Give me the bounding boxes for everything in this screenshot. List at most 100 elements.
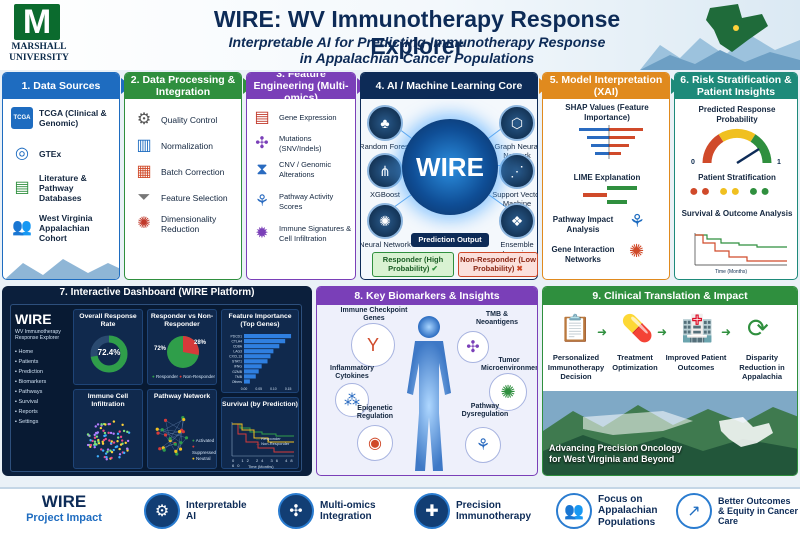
responder-pie: [167, 336, 199, 368]
overall-value: 72.4%: [97, 348, 121, 357]
section-title: 9. Clinical Translation & Impact: [543, 287, 797, 305]
cell-dot: [100, 448, 103, 451]
card-survival[interactable]: Survival (by Prediction) — Responder — N…: [221, 397, 299, 469]
network-node: [182, 417, 186, 422]
nav-survival[interactable]: ▪ Survival: [15, 399, 39, 405]
rvn-legend: ● Responder ● Non-Responder: [152, 374, 216, 379]
cell-dot: [109, 431, 113, 435]
panel-interpretation: 5. Model Interpretation (XAI) SHAP Value…: [542, 72, 670, 280]
card-title: Immune Cell Infiltration: [87, 393, 129, 408]
wire-core-hub: WIRE: [402, 119, 498, 215]
panel-risk: 6. Risk Stratification & Patient Insight…: [674, 72, 798, 280]
cell-dot: [101, 440, 104, 444]
logo-mark: M: [14, 4, 60, 40]
fi-bar: [244, 334, 292, 339]
shap-label: SHAP Values (Feature Importance): [565, 103, 649, 122]
step-disparity: Disparity Reduction in Appalachia: [739, 353, 785, 381]
gauge-max: 1: [777, 159, 781, 166]
nav-settings[interactable]: ▪ Settings: [15, 419, 39, 425]
xgboost-icon: ⋔: [367, 153, 403, 189]
impact-precision: ✚Precision Immunotherapy: [414, 493, 540, 529]
card-immune-infiltration[interactable]: Immune Cell Infiltration: [73, 389, 143, 469]
tagline-line-2: for West Virginia and Beyond: [549, 454, 675, 464]
cell-cluster-icon: [86, 420, 131, 461]
fi-bar: [244, 344, 280, 349]
panel-features: 3. Feature Engineering (Multi-omics) ▤Ge…: [246, 72, 356, 280]
cell-dot: [126, 449, 129, 452]
source-label: Literature & Pathway Databases: [39, 173, 87, 203]
dashboard-section: 7. Interactive Dashboard (WIRE Platform)…: [2, 286, 312, 476]
cell-dot: [106, 448, 110, 451]
responder-output: Responder (High Probability) ✔: [372, 252, 454, 277]
cell-dot: [86, 433, 90, 436]
lime-bars-icon: [583, 186, 637, 204]
cell-dot: [118, 453, 122, 456]
source-gtex: ◎ GTEx: [11, 143, 61, 165]
pathway-icon: ⚘: [254, 193, 270, 210]
step-outcomes: Improved Patient Outcomes: [665, 353, 727, 372]
lime-label: LIME Explanation: [573, 173, 641, 182]
pill-icon: 💊: [621, 313, 654, 343]
panel-processing: 2. Data Processing & Integration ⚙Qualit…: [124, 72, 242, 280]
cell-dot: [105, 455, 108, 459]
feature-cnv: ⧗CNV / Genomic Alterations: [251, 159, 353, 181]
cell-dot: [104, 452, 108, 455]
mountain-illustration: [5, 259, 119, 279]
impact-interpretable-ai: ⚙Interpretable AI: [144, 493, 247, 529]
graph-neural-network-icon: ⬡: [499, 105, 535, 141]
response-probability-label: Predicted Response Probability: [698, 105, 776, 124]
card-pathway-network[interactable]: Pathway Network ● Activated ● Suppressed…: [147, 389, 217, 469]
cell-dot: [86, 443, 90, 447]
card-responder-split[interactable]: Responder vs Non-Responder 72% 28% ● Res…: [147, 309, 217, 385]
nav-biomarkers[interactable]: ▪ Biomarkers: [15, 379, 47, 385]
feature-label: Pathway Activity Scores: [279, 192, 334, 211]
nonresponder-pct: 28%: [194, 340, 207, 346]
cell-dot: [124, 441, 127, 445]
clinical-steps: 📋 💊 🏥 ⟳ ➜ ➜ ➜: [551, 311, 791, 351]
fi-bar: [244, 379, 250, 384]
cell-dot: [112, 441, 116, 444]
card-overall-response[interactable]: Overall Response Rate 72.4%: [73, 309, 143, 385]
feature-mutations: ✣Mutations (SNV/Indels): [251, 133, 355, 155]
model-label-random-forest: Random Forest: [360, 142, 411, 151]
impact-label: Focus on Appalachian Populations: [598, 493, 658, 528]
nav-pathways[interactable]: ▪ Pathways: [15, 389, 43, 395]
responder-pct: 72%: [154, 346, 167, 352]
biomarkers-section: 8. Key Biomarkers & Insights Y Immune Ch…: [316, 286, 538, 476]
network-icon: ✺: [629, 241, 645, 261]
immune-cell-icon: ✹: [255, 225, 269, 242]
step-label: Batch Correction: [161, 167, 225, 177]
network-edge: [165, 431, 180, 436]
feature-importance-chart: PDCD1CTLA4CD8ALAG3CXCL13STAT1IFNGGZMBTMB…: [229, 334, 292, 391]
nav-prediction[interactable]: ▪ Prediction: [15, 369, 43, 375]
fi-bar: [244, 354, 271, 359]
survival-ticks: 0 12 24 36 48 60: [232, 458, 296, 468]
human-body-figure: [407, 316, 451, 471]
cell-dot: [93, 436, 97, 439]
network-icon: ✺: [137, 215, 151, 232]
cytokine-icon: ⁂: [335, 383, 369, 417]
ensemble-icon: ❖: [499, 203, 535, 239]
grid-icon: ▦: [136, 163, 152, 180]
step-batch-correction: ▦ Batch Correction: [133, 161, 224, 183]
subtitle-line-2: in Appalachian Cancer Populations: [299, 50, 535, 66]
panel-title: 4. AI / Machine Learning Core: [361, 73, 537, 99]
source-wv-cohort: 👥 West Virginia Appalachian Cohort: [11, 213, 115, 243]
nav-home[interactable]: ▪ Home: [15, 349, 34, 355]
dashboard-nav: ▪ Home ▪ Patients ▪ Prediction ▪ Biomark…: [15, 347, 69, 427]
cell-dot: [101, 442, 105, 445]
network-node: [177, 429, 182, 434]
survival-legend: — Responder — Non-Responder: [256, 436, 290, 446]
nav-reports[interactable]: ▪ Reports: [15, 409, 38, 415]
people-icon: 👥: [556, 493, 592, 529]
x-icon: ✖: [514, 264, 523, 273]
network-node: [163, 433, 168, 437]
biomarker-cytokines: Inflammatory Cytokines: [330, 365, 374, 380]
clipboard-icon: 📋: [559, 313, 592, 343]
footer-brand: WIRE Project Impact: [14, 492, 114, 524]
network-node: [160, 428, 164, 432]
page-title: WIRE: WV Immunotherapy Response Explorer: [213, 6, 621, 59]
nav-patients[interactable]: ▪ Patients: [15, 359, 39, 365]
cell-dot: [93, 433, 96, 437]
